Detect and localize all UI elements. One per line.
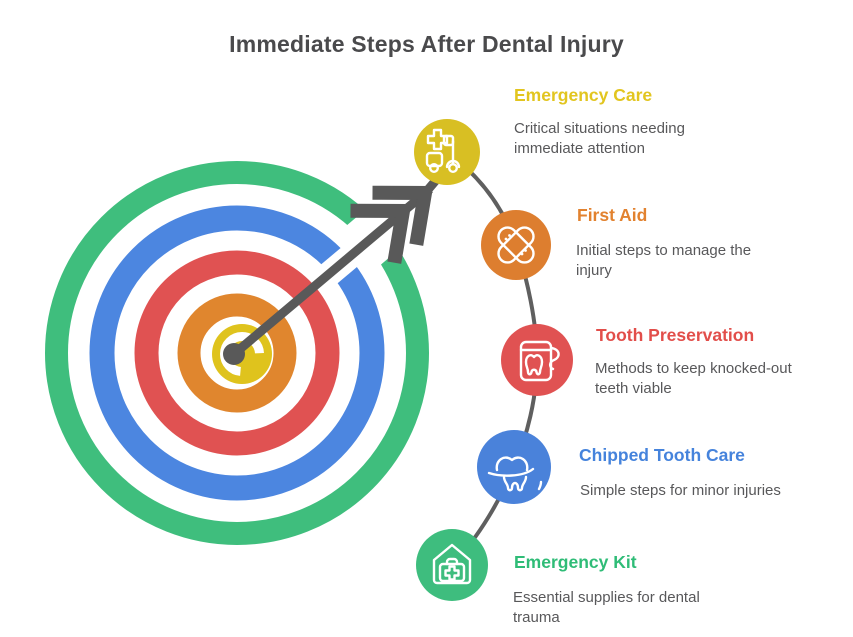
dental-floss-icon — [519, 340, 560, 382]
step-title-chipped-tooth-care: Chipped Tooth Care — [579, 445, 745, 465]
step-circle — [477, 430, 551, 504]
step-description-emergency-care: Critical situations needing immediate at… — [514, 120, 685, 157]
step-title-first-aid: First Aid — [577, 205, 648, 225]
house-medical-kit-icon — [432, 543, 472, 585]
target-second-ring — [89, 205, 385, 501]
target-third-ring — [134, 250, 340, 456]
step-circle — [414, 119, 480, 185]
step-icon-tooth-preservation — [501, 324, 573, 396]
step-title-tooth-preservation: Tooth Preservation — [596, 325, 755, 345]
step-circle — [481, 210, 551, 280]
arrow-fletching-icon — [350, 203, 412, 264]
page-title: Immediate Steps After Dental Injury — [229, 31, 624, 58]
step-title-emergency-care: Emergency Care — [514, 85, 653, 105]
chipped-tooth-icon — [487, 456, 543, 492]
target-fourth-ring — [177, 293, 297, 413]
step-title-emergency-kit: Emergency Kit — [514, 552, 637, 572]
step-description-first-aid: Initial steps to manage the injury — [576, 242, 752, 279]
target-outer-ring — [45, 161, 429, 545]
arrow-impact-dot — [223, 343, 245, 365]
step-icon-first-aid — [481, 210, 551, 280]
crossed-bandages-icon — [497, 226, 535, 264]
ambulance-icon — [425, 128, 461, 173]
arrow-fletching-icon — [372, 185, 434, 246]
step-icon-chipped-tooth-care — [477, 430, 551, 504]
step-circle — [501, 324, 573, 396]
step-description-chipped-tooth-care: Simple steps for minor injuries — [580, 482, 781, 499]
step-icon-emergency-care — [414, 119, 480, 185]
step-description-emergency-kit: Essential supplies for dental trauma — [513, 589, 700, 626]
step-description-tooth-preservation: Methods to keep knocked-out teeth viable — [595, 360, 792, 397]
step-icon-emergency-kit — [416, 529, 488, 601]
